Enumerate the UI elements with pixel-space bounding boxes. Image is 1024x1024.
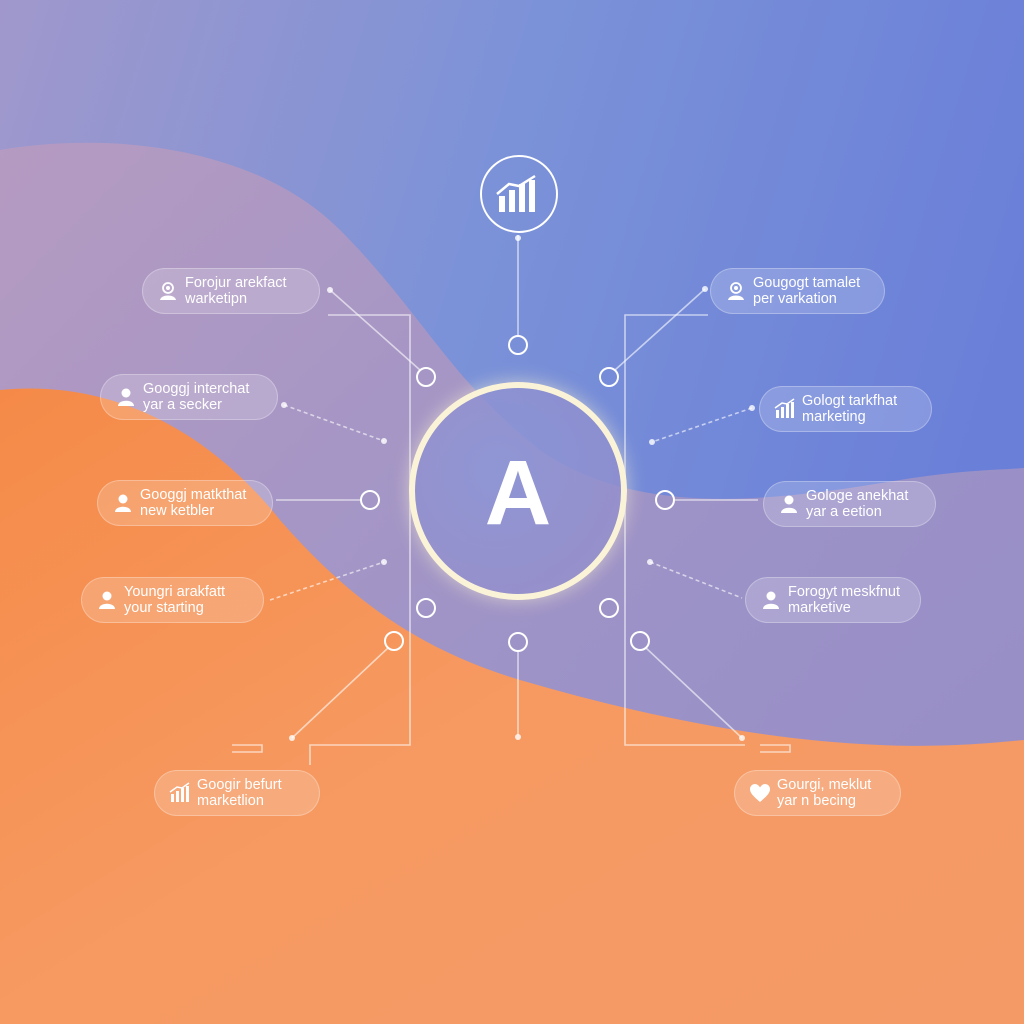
user-icon <box>112 492 134 514</box>
node-line1: Gourgi, meklut <box>777 777 872 793</box>
node-line2: marketive <box>788 600 851 616</box>
node-line1: Gologe anekhat <box>806 488 909 504</box>
node-line1: Gologt tarkfhat <box>802 393 898 409</box>
node-line2: yar a eetion <box>806 504 882 520</box>
node-line2: yar n becing <box>777 793 856 809</box>
node-line1: Youngri arakfatt <box>124 584 226 600</box>
target-person-icon <box>725 280 747 302</box>
node-line2: warketipn <box>185 291 248 307</box>
node-line2: marketlion <box>197 793 264 809</box>
user-icon <box>760 589 782 611</box>
heart-icon <box>749 782 771 804</box>
node-line1: Forojur arekfact <box>185 275 287 291</box>
node-line2: new ketbler <box>140 503 215 519</box>
node-line1: Googgj matkthat <box>140 487 247 503</box>
orange-wave <box>0 388 1024 1024</box>
target-person-icon <box>157 280 179 302</box>
node-line2: marketing <box>802 409 866 425</box>
user-icon <box>115 386 137 408</box>
user-icon <box>96 589 118 611</box>
node-line2: your starting <box>124 600 204 616</box>
node-line1: Googgj interchat <box>143 381 250 397</box>
node-line1: Forogyt meskfnut <box>788 584 901 600</box>
central-hub[interactable]: A <box>409 382 627 600</box>
node-line2: per varkation <box>753 291 837 307</box>
hub-letter: A <box>484 442 552 544</box>
node-line2: yar a secker <box>143 397 222 413</box>
node-line1: Googir befurt <box>197 777 282 793</box>
top-analytics-node[interactable] <box>480 155 558 233</box>
bar-chart-icon <box>169 782 191 804</box>
bar-chart-icon <box>496 174 536 212</box>
bar-chart-icon <box>774 398 796 420</box>
node-line1: Gougogt tamalet <box>753 275 861 291</box>
user-icon <box>778 493 800 515</box>
